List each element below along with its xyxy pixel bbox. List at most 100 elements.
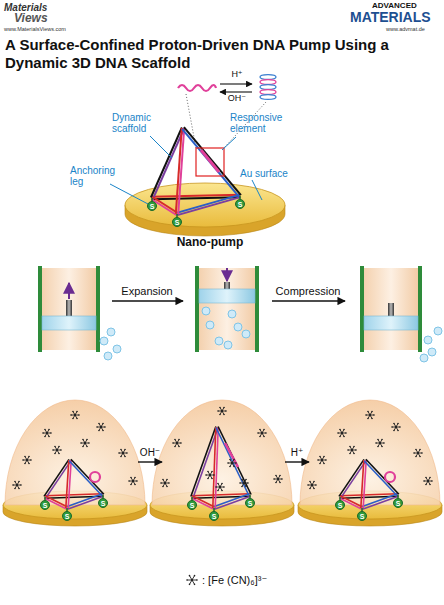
ion-atom (353, 446, 355, 448)
ion-atom (12, 484, 14, 486)
ion-atom (275, 482, 277, 484)
ion-bond (240, 483, 248, 484)
ion-bond (426, 478, 430, 485)
solute-ball (202, 307, 210, 315)
ion-center (321, 459, 323, 461)
ion-atom (415, 449, 417, 451)
ion-bond (25, 457, 29, 464)
ion-bond (55, 447, 59, 454)
ion-atom (166, 479, 168, 481)
reagent-label: OH⁻ (228, 94, 246, 104)
web-address: www.MaterialsViews.com (4, 26, 66, 32)
dna-strand (71, 459, 104, 494)
ion-atom (186, 579, 188, 581)
reagent-label: H⁺ (291, 447, 304, 458)
ion-bond (394, 424, 398, 431)
anchor-letter: S (394, 499, 402, 508)
thiol-anchor: S (172, 217, 182, 227)
thiol-anchor: S (335, 500, 345, 510)
leader-line (150, 136, 172, 158)
ion-bond (230, 460, 234, 467)
logo-text: MATERIALS (350, 10, 431, 25)
ion-bond (392, 427, 400, 428)
ion-center (351, 449, 353, 451)
i-motif-loop (260, 85, 276, 90)
ion-group (160, 407, 283, 492)
dna-strand (152, 195, 240, 197)
ion-bond (45, 430, 49, 437)
ion-bond (320, 457, 324, 464)
thiol-anchor: S (40, 500, 50, 510)
ion-bond (173, 443, 181, 444)
dna-strand (364, 461, 397, 496)
solution-dome (152, 400, 292, 505)
dna-strand (340, 494, 398, 496)
ion-atom (353, 453, 355, 455)
ion-atom (413, 452, 415, 454)
ion-atom (211, 471, 213, 473)
ion-atom (229, 466, 231, 468)
ion-bond (97, 427, 105, 428)
ion-atom (397, 423, 399, 425)
dna-strand (362, 494, 398, 507)
ion-bond (368, 412, 372, 419)
ion-atom (172, 442, 174, 444)
thiol-anchor: S (62, 511, 72, 521)
cylinder-wall (418, 266, 422, 352)
ion-atom (168, 482, 170, 484)
ion-bond (242, 480, 246, 487)
i-motif-loop (260, 75, 276, 80)
ion-bond (175, 440, 179, 447)
ion-atom (160, 482, 162, 484)
solute-ball (428, 348, 436, 356)
ion-atom (58, 453, 60, 455)
ion-atom (44, 436, 46, 438)
ion-bond (71, 415, 79, 416)
solute-ball (215, 337, 223, 345)
ion-atom (425, 477, 427, 479)
ion-atom (343, 436, 345, 438)
anchor-letter: S (63, 512, 71, 521)
ion-atom (189, 584, 191, 586)
ion-atom (279, 482, 281, 484)
ion-atom (42, 432, 44, 434)
process-arrow (112, 300, 183, 301)
ion-atom (377, 446, 379, 448)
solution-dome (300, 400, 440, 505)
ion-bond (394, 424, 398, 431)
ion-atom (211, 478, 213, 480)
anchor-letter: S (358, 512, 366, 521)
ion-atom (263, 436, 265, 438)
ion-bond (131, 478, 135, 485)
ion-bond (25, 457, 29, 464)
legend-text: : [Fe (CN)₆]³⁻ (202, 574, 267, 586)
responsive-element (201, 150, 219, 172)
solute-ball (434, 327, 442, 335)
ion-bond (242, 480, 246, 487)
ion-atom (18, 488, 20, 490)
ion-bond (376, 443, 384, 444)
dna-strand (216, 428, 249, 496)
ion-center (84, 442, 86, 444)
ion-center (46, 432, 48, 434)
ion-atom (14, 481, 16, 483)
ion-center (221, 410, 223, 412)
ion-atom (24, 463, 26, 465)
dna-strand (68, 460, 71, 508)
ion-bond (121, 450, 125, 457)
ion-bond (23, 460, 31, 461)
figure-title: A Surface-Confined Proton-Driven DNA Pum… (5, 36, 441, 72)
logo-text: Views (14, 12, 48, 25)
ion-atom (207, 471, 209, 473)
ion-bond (218, 484, 222, 491)
piston-head (199, 289, 255, 303)
process-arrow (285, 461, 309, 462)
ion-bond (220, 408, 224, 415)
anchor-letter: S (336, 501, 344, 510)
ion-center (26, 459, 28, 461)
cylinder-interior (197, 268, 257, 350)
solute-ball (234, 323, 242, 331)
ion-atom (281, 478, 283, 480)
ion-bond (276, 476, 280, 483)
ion-atom (419, 449, 421, 451)
